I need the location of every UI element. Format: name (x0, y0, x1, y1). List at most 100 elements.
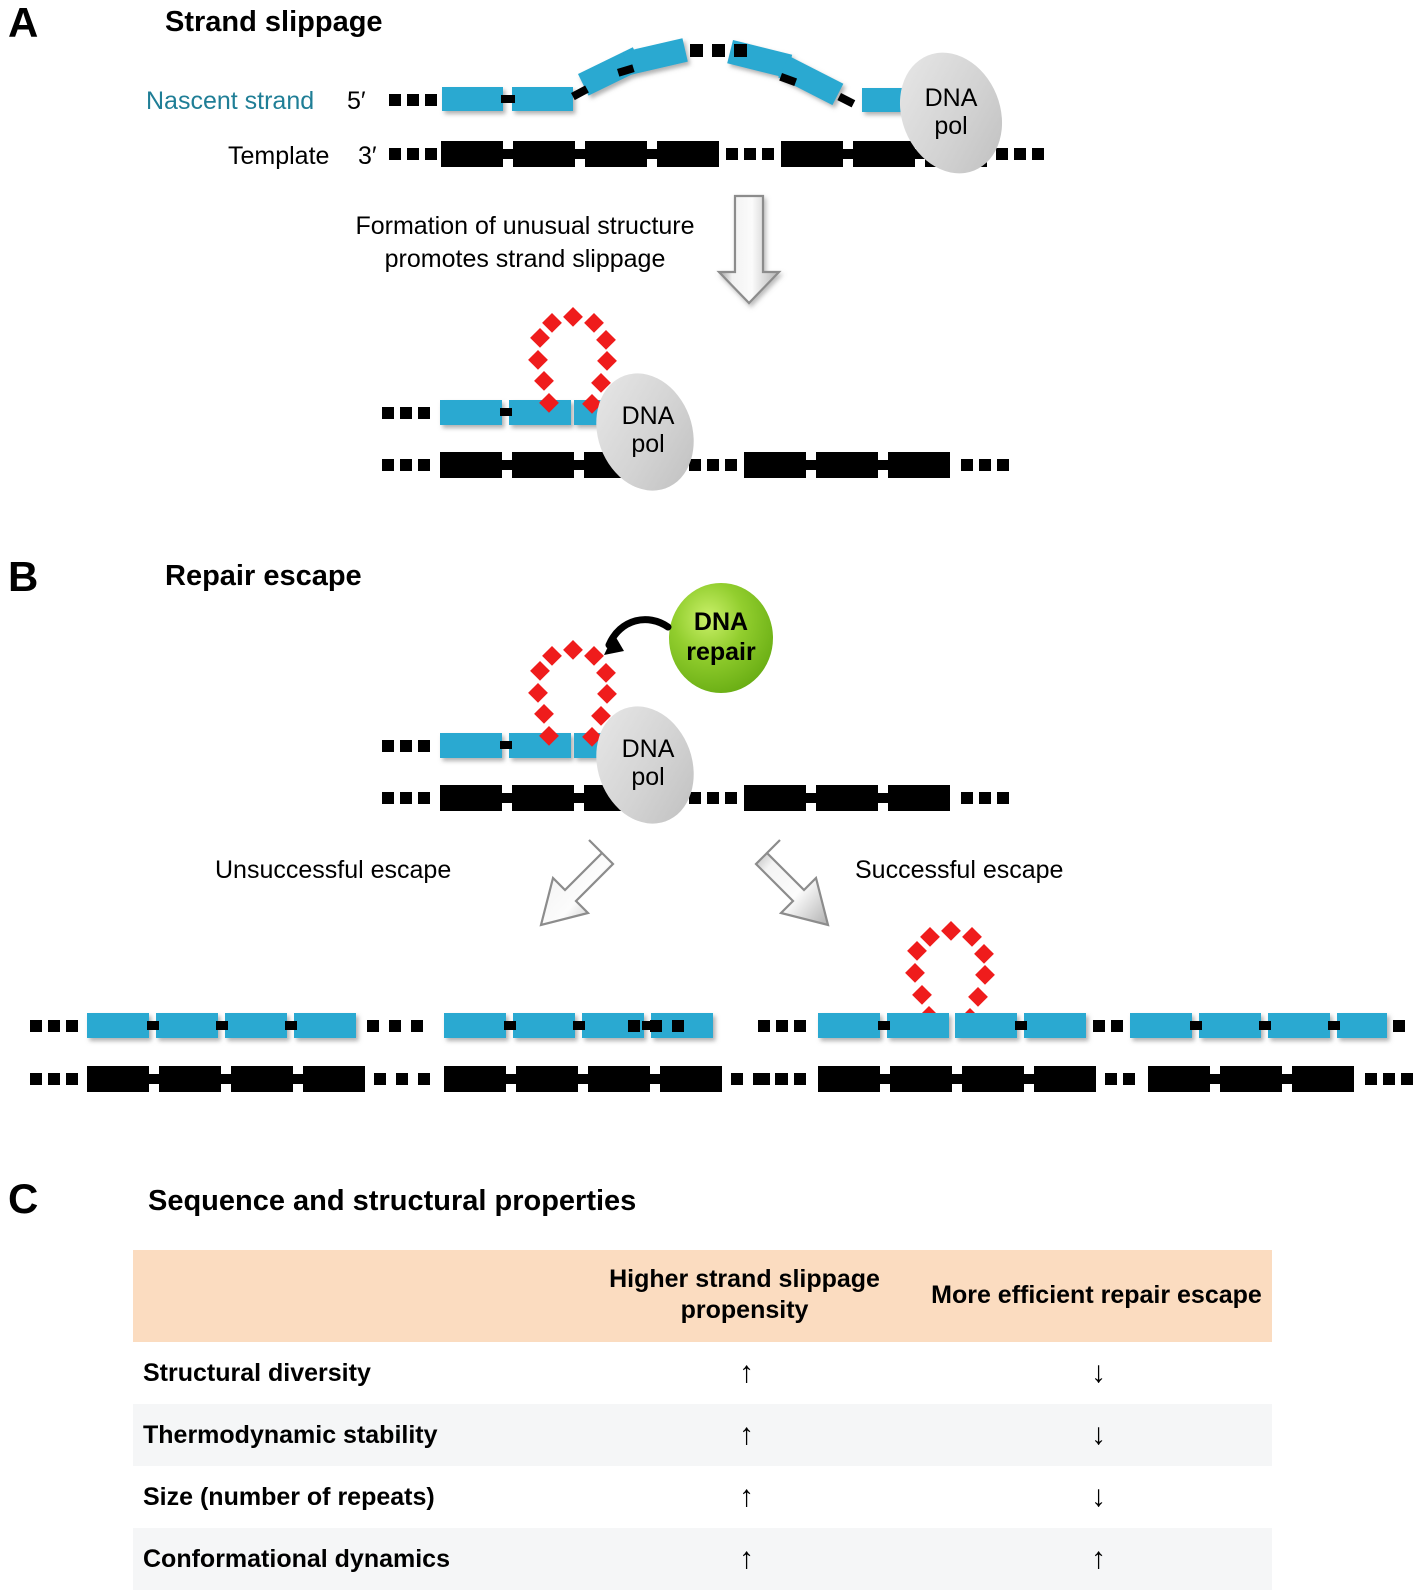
template-strand-trailing-ellipsis (996, 148, 1044, 160)
unsuccessful-template-trailing-ellipsis (731, 1073, 787, 1085)
dna-pol-label-line1: DNA (925, 84, 978, 112)
row-property-name: Conformational dynamics (133, 1528, 569, 1590)
unsuccessful-template-leading-ellipsis (30, 1073, 78, 1085)
slipped-nascent-leading-ellipsis (382, 407, 430, 419)
template-strand-repeat-blocks-right (781, 141, 987, 167)
successful-nascent-mid-ellipsis (1093, 1020, 1123, 1032)
row-escape-arrow: ↓ (920, 1342, 1272, 1404)
panel-b-nascent-leading-ellipsis (382, 740, 430, 752)
dna-pol-label-line2: pol (934, 112, 967, 140)
dna-repair-label-line2: repair (686, 638, 756, 666)
table-header-row: Higher strand slippage propensity More e… (133, 1250, 1272, 1342)
panel-b-template-mid-ellipsis (689, 792, 737, 804)
slipped-template-repeat-blocks (440, 452, 658, 478)
panel-c-letter: C (8, 1175, 39, 1222)
row-escape-arrow: ↓ (920, 1466, 1272, 1528)
unsuccessful-nascent-trailing-ellipsis (628, 1020, 684, 1032)
successful-template-trailing-ellipsis (1365, 1073, 1413, 1085)
template-strand-mid-ellipsis (726, 148, 774, 160)
row-slippage-arrow: ↑ (568, 1466, 921, 1528)
row-escape-arrow: ↓ (920, 1404, 1272, 1466)
slipped-template-trailing-ellipsis (961, 459, 1009, 471)
table-header-slippage: Higher strand slippage propensity (568, 1250, 921, 1342)
dna-repair-ball (669, 583, 773, 693)
successful-nascent-trailing-ellipsis (1393, 1020, 1405, 1032)
template-strand-repeat-blocks (441, 141, 719, 167)
slipped-template-leading-ellipsis (382, 459, 430, 471)
panel-a-bottom-diagram: DNA pol (382, 307, 1009, 491)
unsuccessful-nascent-leading-ellipsis (30, 1020, 78, 1032)
table-header-blank (133, 1250, 569, 1342)
panel-a-top-diagram: DNA pol (389, 38, 1044, 174)
slipped-nascent-repeat-blocks (440, 400, 636, 425)
panel-b-template-repeat-blocks-right (744, 785, 950, 811)
successful-template-repeat-blocks-right (1148, 1066, 1354, 1092)
table-body: Structural diversity ↑ ↓ Thermodynamic s… (133, 1342, 1272, 1590)
panel-b-template-trailing-ellipsis (961, 792, 1009, 804)
row-property-name: Structural diversity (133, 1342, 569, 1404)
nascent-strand-repeat-blocks (442, 38, 923, 112)
dna-pol-slipped-label-line1: DNA (622, 402, 675, 430)
panel-b-dna-pol-label-line2: pol (631, 763, 664, 791)
successful-nascent-repeat-blocks (818, 1013, 1387, 1038)
row-slippage-arrow: ↑ (568, 1528, 921, 1590)
slipped-template-mid-ellipsis (689, 459, 737, 471)
table-row: Conformational dynamics ↑ ↑ (133, 1528, 1272, 1590)
table-row: Thermodynamic stability ↑ ↓ (133, 1404, 1272, 1466)
successful-template-repeat-blocks (818, 1066, 1096, 1092)
sequence-structural-properties-table: Higher strand slippage propensity More e… (133, 1250, 1272, 1590)
table-header: Higher strand slippage propensity More e… (133, 1250, 1272, 1342)
successful-nascent-leading-ellipsis (758, 1020, 806, 1032)
panel-b-title: Repair escape (165, 560, 362, 592)
nascent-strand-apex-ellipsis (690, 44, 747, 57)
slipped-template-repeat-blocks-right (744, 452, 950, 478)
dna-pol-slipped-label-line2: pol (631, 430, 664, 458)
nascent-strand-leading-ellipsis (389, 94, 437, 106)
unsuccessful-nascent-connectors (147, 1021, 654, 1030)
unsuccessful-escape-diagram (30, 1013, 787, 1092)
row-property-name: Thermodynamic stability (133, 1404, 569, 1466)
successful-red-hairpin-loop (905, 921, 995, 1028)
row-slippage-arrow: ↑ (568, 1342, 921, 1404)
panel-b-top-diagram: DNA repair (382, 583, 1009, 824)
dna-polymerase-shape (899, 52, 1003, 174)
template-strand-label: Template (228, 142, 330, 170)
red-hairpin-loop (528, 307, 617, 414)
dna-repair-label-line1: DNA (694, 608, 748, 636)
panel-b-letter: B (8, 553, 39, 600)
slipped-nascent-connectors (500, 408, 512, 416)
unsuccessful-template-repeat-blocks-right (444, 1066, 722, 1092)
row-escape-arrow: ↑ (920, 1528, 1272, 1590)
unsuccessful-escape-label: Unsuccessful escape (215, 856, 452, 884)
row-property-name: Size (number of repeats) (133, 1466, 569, 1528)
panel-a-letter: A (8, 0, 39, 46)
template-strand-prime-label: 3′ (358, 142, 377, 170)
panel-a-transition-caption: Formation of unusual structure promotes … (355, 212, 695, 273)
panel-b-nascent-connectors (500, 741, 512, 749)
nascent-strand-label: Nascent strand (146, 87, 315, 115)
panel-b-nascent-repeat-blocks (440, 733, 636, 758)
successful-nascent-connectors (878, 1021, 1340, 1030)
unsuccessful-template-mid-ellipsis (374, 1073, 430, 1085)
panel-b-red-hairpin-loop (528, 640, 617, 747)
panel-c-title: Sequence and structural properties (148, 1185, 637, 1217)
panel-b-dna-polymerase-shape (596, 706, 694, 824)
panel-b-dna-pol-label-line1: DNA (622, 735, 675, 763)
table-row: Structural diversity ↑ ↓ (133, 1342, 1272, 1404)
unsuccessful-escape-arrow (539, 839, 615, 927)
successful-escape-diagram (758, 921, 1413, 1092)
successful-escape-label: Successful escape (855, 856, 1064, 884)
unsuccessful-template-repeat-blocks (87, 1066, 365, 1092)
row-slippage-arrow: ↑ (568, 1404, 921, 1466)
figure-root: A Strand slippage Nascent strand 5′ Temp… (8, 0, 1413, 1575)
repair-curved-arrow (604, 616, 672, 655)
successful-template-leading-ellipsis (758, 1073, 806, 1085)
nascent-strand-connectors (501, 64, 856, 108)
unsuccessful-nascent-mid-ellipsis (367, 1020, 423, 1032)
panel-a-transition-arrow (716, 194, 782, 305)
template-strand-leading-ellipsis (389, 148, 437, 160)
successful-template-mid-ellipsis (1105, 1073, 1135, 1085)
nascent-strand-prime-label: 5′ (347, 87, 366, 115)
panel-b-template-repeat-blocks (440, 785, 658, 811)
panel-b-template-leading-ellipsis (382, 792, 430, 804)
